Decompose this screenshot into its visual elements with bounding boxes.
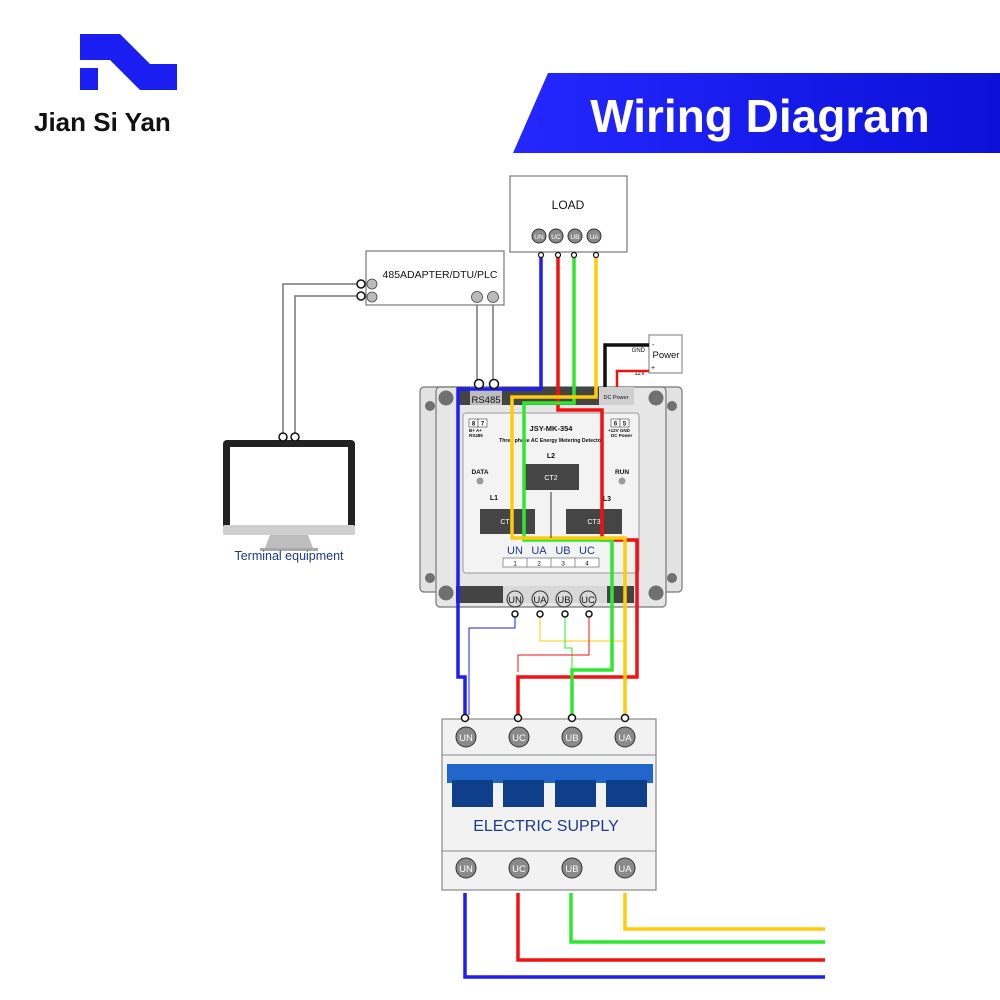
load-terminal-un: UN — [531, 228, 547, 244]
brand-logo: Jian Si Yan — [34, 34, 177, 137]
load-terminal-ua: UA — [586, 228, 602, 244]
svg-text:3: 3 — [561, 561, 565, 568]
adapter-port-2 — [366, 291, 378, 303]
svg-text:UC: UC — [581, 595, 595, 606]
svg-text:UB: UB — [557, 595, 570, 606]
screw-icon — [438, 390, 454, 406]
adapter-port-4 — [487, 291, 499, 303]
adapter-port-1 — [366, 278, 378, 290]
svg-text:UA: UA — [618, 864, 632, 875]
svg-text:UB: UB — [565, 733, 578, 744]
voltage-terminal-labels: UN UA UB UC 1 2 3 4 — [502, 545, 600, 568]
adapter-label: 485ADAPTER/DTU/PLC — [383, 269, 498, 281]
svg-text:4: 4 — [585, 561, 589, 568]
ct1-block: CT1 — [480, 509, 535, 534]
svg-text:UC: UC — [551, 234, 561, 241]
rs485-wires — [282, 283, 494, 436]
adapter-wire-end-2 — [356, 291, 366, 301]
svg-text:6: 6 — [614, 422, 618, 428]
svg-text:UN: UN — [534, 234, 544, 241]
adapter-wire-end-1 — [356, 279, 366, 289]
svg-text:5: 5 — [623, 422, 627, 428]
svg-text:UB: UB — [555, 545, 570, 557]
svg-text:UC: UC — [512, 733, 526, 744]
brand-name: Jian Si Yan — [34, 107, 171, 137]
page-title: Wiring Diagram — [590, 90, 930, 142]
l3-label: L3 — [603, 496, 611, 503]
svg-text:CT1: CT1 — [500, 519, 513, 526]
svg-text:CT2: CT2 — [544, 475, 557, 482]
svg-text:UA: UA — [533, 595, 547, 606]
power-gnd-label: GND — [632, 348, 646, 354]
svg-text:UN: UN — [459, 733, 473, 744]
electric-supply-label: ELECTRIC SUPPLY — [473, 818, 619, 835]
svg-text:UC: UC — [512, 864, 526, 875]
adapter-box: 485ADAPTER/DTU/PLC — [356, 250, 505, 306]
rs485-pin-box: 8 7 B+ A+ RS485 — [468, 418, 488, 438]
svg-text:7: 7 — [481, 422, 485, 428]
electric-supply: ELECTRIC SUPPLY — [441, 718, 657, 891]
power-plus: + — [651, 365, 655, 372]
screw-icon — [648, 585, 664, 601]
l2-label: L2 — [547, 453, 555, 460]
supply-top-terminals: UN UC UB UA — [455, 713, 636, 748]
load-terminal-uc: UC — [548, 228, 564, 244]
svg-text:2: 2 — [537, 561, 541, 568]
svg-text:+12V GND: +12V GND — [608, 428, 631, 433]
svg-text:UN: UN — [507, 545, 523, 557]
svg-text:UB: UB — [570, 234, 579, 241]
screw-icon — [648, 390, 664, 406]
svg-text:UA: UA — [589, 234, 599, 241]
power-minus: - — [652, 342, 655, 349]
screw-icon — [667, 573, 677, 583]
svg-text:CT3: CT3 — [587, 519, 600, 526]
meter-top-connectors — [473, 251, 600, 390]
voltage-sense-wires — [468, 612, 626, 715]
svg-text:B+ A+: B+ A+ — [469, 428, 482, 433]
svg-text:UC: UC — [579, 545, 595, 557]
data-led-label: DATA — [471, 469, 488, 476]
screw-icon — [425, 573, 435, 583]
supply-bottom-terminals: UN UC UB UA — [455, 857, 636, 879]
screw-icon — [425, 401, 435, 411]
run-led — [618, 477, 626, 485]
thick-wires — [456, 255, 825, 979]
dc-pin-box: 6 5 +12V GND DC Power — [608, 418, 633, 438]
svg-text:UN: UN — [508, 595, 522, 606]
meter-bottom-terminals: UN UA UB UC — [506, 590, 597, 618]
power-box: Power - + GND 12V — [632, 334, 683, 377]
run-led-label: RUN — [615, 469, 629, 476]
svg-text:DC Power: DC Power — [611, 433, 633, 438]
power-label: Power — [653, 350, 680, 361]
dc-power-label: DC Power — [603, 395, 628, 401]
load-label: LOAD — [552, 198, 585, 212]
svg-text:UA: UA — [618, 733, 632, 744]
load-terminal-ub: UB — [567, 228, 583, 244]
meter-subtitle: Three phase AC Energy Metering Detector — [499, 438, 603, 444]
svg-text:UB: UB — [565, 864, 578, 875]
title-banner: Wiring Diagram — [513, 73, 1000, 153]
power-12v-label: 12V — [634, 371, 645, 377]
svg-text:RS485: RS485 — [469, 433, 483, 438]
svg-text:UA: UA — [531, 545, 547, 557]
meter-model: JSY-MK-354 — [530, 424, 574, 433]
svg-text:8: 8 — [472, 422, 476, 428]
terminal-equipment-label: Terminal equipment — [234, 549, 344, 563]
load-box: LOAD — [509, 175, 628, 253]
ct3-block: CT3 — [566, 509, 622, 534]
brand-logo-icon — [80, 34, 177, 90]
ct2-block: CT2 — [523, 464, 579, 490]
l1-label: L1 — [490, 495, 498, 502]
rs485-label: RS485 — [471, 395, 500, 406]
screw-icon — [438, 585, 454, 601]
data-led — [476, 477, 484, 485]
svg-text:UN: UN — [459, 864, 473, 875]
svg-text:1: 1 — [513, 561, 517, 568]
adapter-port-3 — [471, 291, 483, 303]
screw-icon — [667, 401, 677, 411]
monitor-icon — [223, 432, 355, 551]
